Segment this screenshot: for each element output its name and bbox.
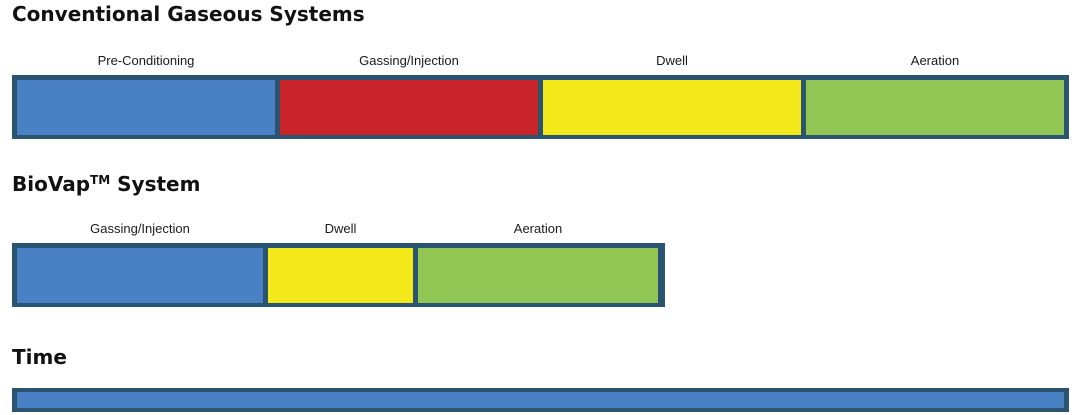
conventional-process-bar: Pre-Conditioning Gassing/Injection Dwell…	[12, 53, 1069, 139]
segment-label: Dwell	[324, 221, 357, 236]
biovap-process-bar: Gassing/Injection Dwell Aeration	[12, 221, 665, 307]
time-bar	[12, 388, 1069, 412]
conventional-segment-gassing-injection: Gassing/Injection	[280, 53, 538, 135]
segment-label: Aeration	[910, 53, 960, 68]
time-title: Time	[12, 345, 67, 369]
biovap-title-name: BioVap	[12, 172, 91, 196]
segment-label: Dwell	[656, 53, 688, 68]
trademark-mark: TM	[90, 173, 111, 187]
biovap-system-title: BioVapTM System	[12, 172, 200, 196]
biovap-title-suffix: System	[110, 172, 201, 196]
segment-label: Aeration	[513, 221, 563, 236]
biovap-segment-gassing-injection: Gassing/Injection	[17, 221, 263, 303]
conventional-systems-title: Conventional Gaseous Systems	[12, 2, 365, 26]
segment-label: Gassing/Injection	[90, 221, 190, 236]
segment-label: Gassing/Injection	[359, 53, 459, 68]
biovap-segment-dwell: Dwell	[268, 221, 413, 303]
segment-label: Pre-Conditioning	[97, 53, 195, 68]
conventional-segment-aeration: Aeration	[806, 53, 1064, 135]
conventional-segment-dwell: Dwell	[543, 53, 801, 135]
biovap-segment-aeration: Aeration	[418, 221, 658, 303]
time-bar-fill	[17, 392, 1064, 408]
conventional-segment-pre-conditioning: Pre-Conditioning	[17, 53, 275, 135]
